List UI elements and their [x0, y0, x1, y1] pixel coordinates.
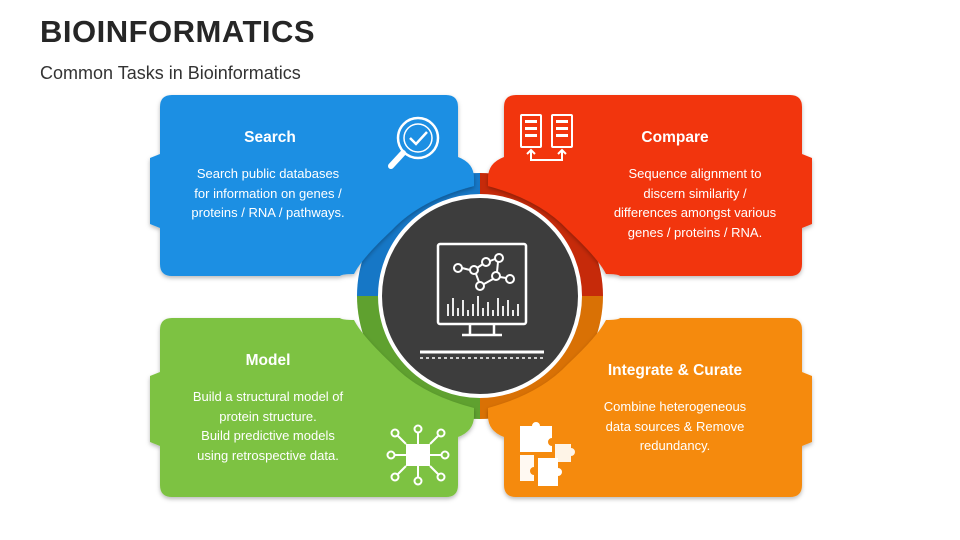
integrate-line: redundancy.: [639, 438, 711, 453]
search-line: for information on genes /: [194, 185, 342, 201]
card-search: [150, 95, 474, 276]
model-description: Build a structural model of protein stru…: [158, 387, 378, 465]
integrate-line: Combine heterogeneous: [603, 399, 747, 414]
compare-line: genes / proteins / RNA.: [627, 224, 763, 240]
network-box-icon: [386, 424, 450, 486]
model-line: protein structure.: [219, 408, 317, 424]
monitor-molecule-icon: [420, 242, 544, 359]
compare-description: Sequence alignment to discern similarity…: [585, 164, 805, 242]
card-compare: [488, 95, 812, 276]
search-description: Search public databases for information …: [168, 164, 368, 223]
model-line: Build predictive models: [201, 428, 335, 443]
compare-heading: Compare: [641, 129, 709, 146]
page-title: BIOINFORMATICS: [40, 14, 316, 49]
search-line: Search public databases: [196, 166, 340, 181]
integrate-description: Combine heterogeneous data sources & Rem…: [575, 397, 775, 456]
page-subtitle: Common Tasks in Bioinformatics: [40, 63, 301, 83]
compare-line: Sequence alignment to: [628, 166, 762, 181]
search-heading: Search: [244, 129, 296, 146]
model-line: using retrospective data.: [197, 447, 339, 463]
compare-line: discern similarity /: [643, 185, 747, 201]
magnifier-check-icon: [388, 116, 440, 169]
integrate-line: data sources & Remove: [605, 418, 745, 434]
search-line: proteins / RNA / pathways.: [191, 205, 345, 220]
integrate-heading: Integrate & Curate: [607, 362, 743, 379]
compare-line: differences amongst various: [613, 205, 777, 220]
model-line: Build a structural model of: [192, 389, 344, 404]
puzzle-icon: [520, 422, 575, 486]
model-heading: Model: [245, 352, 291, 369]
center-circle: [378, 194, 582, 398]
compare-documents-icon: [520, 114, 573, 161]
